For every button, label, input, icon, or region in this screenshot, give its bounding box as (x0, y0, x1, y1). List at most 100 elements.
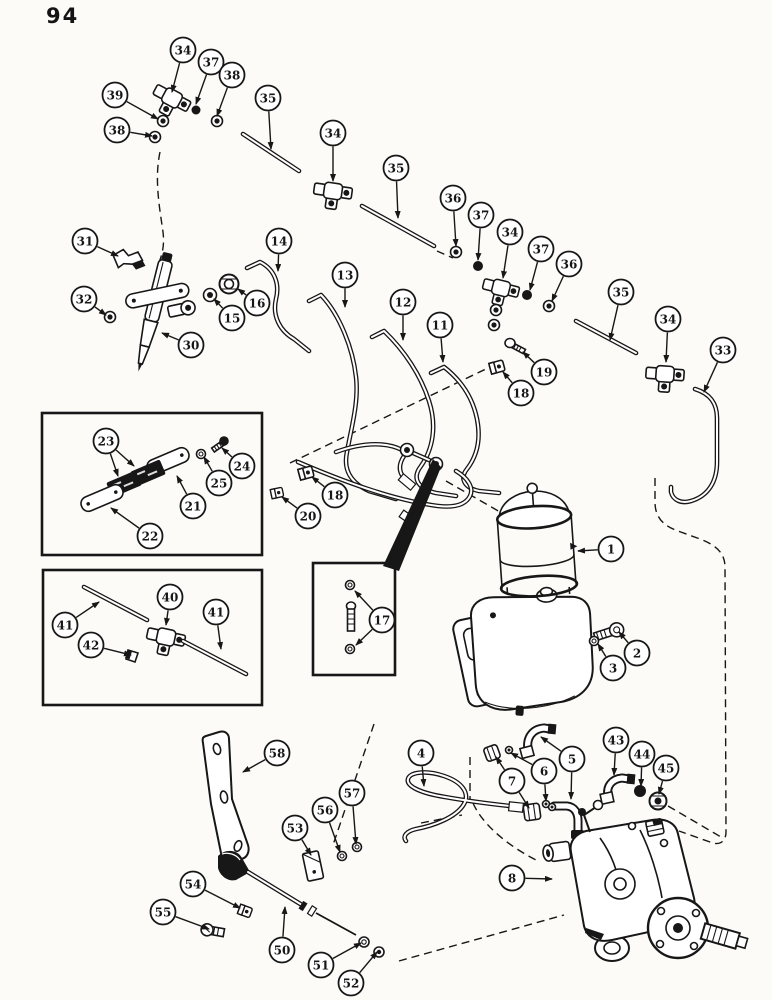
part-34-tee-fitting (643, 363, 686, 395)
part-17-washer (344, 643, 356, 655)
leader-arrow-25 (203, 456, 213, 472)
callout-18: 18 (507, 379, 535, 407)
leader-arrow-45 (657, 780, 664, 795)
callout-35: 35 (382, 154, 410, 182)
leader-arrow-5 (568, 772, 575, 800)
leader-arrow-2 (618, 631, 629, 644)
leader-arrow-51 (332, 942, 362, 960)
svg-text:35: 35 (260, 92, 277, 106)
svg-text:57: 57 (344, 787, 361, 801)
svg-text:58: 58 (269, 747, 286, 761)
leader-arrow-35 (608, 305, 619, 341)
svg-text:22: 22 (142, 530, 159, 544)
leader-arrow-5 (540, 736, 562, 752)
svg-text:43: 43 (608, 734, 625, 748)
part-41-tube (180, 638, 249, 677)
part-6-washer (541, 799, 557, 812)
callout-55: 55 (149, 898, 177, 926)
svg-text:56: 56 (317, 804, 334, 818)
callout-32: 32 (70, 285, 98, 313)
svg-text:32: 32 (76, 293, 93, 307)
part-17-bolt (345, 601, 357, 632)
leader-arrow-18 (502, 371, 513, 384)
svg-text:19: 19 (536, 366, 553, 380)
part-40-tee-fitting (142, 624, 188, 660)
leader-arrow-6 (510, 752, 533, 766)
svg-text:7: 7 (508, 775, 516, 789)
svg-text:34: 34 (175, 44, 192, 58)
svg-text:40: 40 (162, 591, 179, 605)
callout-17: 17 (368, 606, 396, 634)
leader-arrow-44 (638, 767, 645, 787)
svg-text:31: 31 (77, 235, 94, 249)
leader-arrow-16 (237, 288, 247, 296)
svg-text:41: 41 (57, 619, 74, 633)
callout-16: 16 (243, 289, 271, 317)
svg-text:17: 17 (374, 614, 391, 628)
part-18-clip (297, 465, 315, 481)
svg-text:42: 42 (83, 639, 100, 653)
leader-arrow-1 (577, 547, 598, 554)
callout-41: 41 (51, 611, 79, 639)
callout-37: 37 (527, 235, 555, 263)
callout-20: 20 (294, 502, 322, 530)
svg-text:18: 18 (513, 387, 530, 401)
leader-arrow-57 (352, 806, 359, 845)
leader-arrow-54 (204, 889, 241, 909)
part-18-clip (488, 359, 506, 375)
leader-arrow-41 (217, 625, 224, 650)
leader-arrow-8 (525, 875, 553, 882)
callout-24: 24 (228, 452, 256, 480)
leader-arrow-35 (394, 181, 401, 219)
leader-arrow-11 (439, 338, 446, 363)
leader-arrow-15 (213, 298, 224, 309)
part-50-throttle-cable (218, 850, 357, 936)
part-34-tee-fitting (310, 179, 354, 213)
leader-arrow-42 (103, 647, 132, 657)
svg-text:25: 25 (211, 477, 228, 491)
svg-text:13: 13 (337, 269, 354, 283)
callout-42: 42 (77, 631, 105, 659)
callout-34: 34 (169, 36, 197, 64)
part-30-injection-nozzle (125, 252, 196, 372)
leader-arrow-40 (164, 610, 170, 626)
svg-text:4: 4 (417, 747, 425, 761)
part-34-tee-fitting (478, 275, 522, 310)
part-31-clamp-bracket (112, 248, 146, 270)
leader-arrow-23 (109, 453, 119, 477)
leader-arrow-7 (518, 792, 530, 809)
part-1-fuel-filter-assembly (452, 482, 594, 716)
leader-arrow-17 (354, 590, 374, 611)
part-19-screw (504, 337, 527, 355)
leader-arrow-31 (97, 245, 119, 257)
leader-arrow-23 (115, 449, 135, 467)
leader-arrow-7 (495, 756, 506, 771)
part-45-nut (648, 791, 668, 811)
leader-arrow-56 (328, 822, 341, 853)
leader-arrow-38 (216, 87, 229, 117)
part-7-nut (522, 802, 542, 822)
part-35-tube (240, 131, 302, 174)
leader-arrow-37 (475, 228, 482, 261)
leader-arrow-37 (195, 74, 208, 105)
callout-35: 35 (254, 84, 282, 112)
part-54-clip (236, 903, 254, 919)
leader-arrow-22 (110, 507, 140, 529)
callout-54: 54 (179, 870, 207, 898)
part-22-cover-plate (80, 483, 124, 513)
callout-40: 40 (156, 583, 184, 611)
leader-arrow-24 (221, 447, 233, 458)
part-35-tube (359, 203, 437, 249)
svg-text:34: 34 (660, 313, 677, 327)
svg-text:34: 34 (325, 127, 342, 141)
svg-text:37: 37 (533, 243, 550, 257)
svg-text:53: 53 (287, 822, 304, 836)
part-57-washer (351, 841, 363, 853)
part-56-washer (336, 850, 348, 862)
fuel-line-manifold (295, 442, 474, 518)
callout-52: 52 (337, 969, 365, 997)
callout-4: 4 (407, 739, 435, 767)
callout-22: 22 (136, 522, 164, 550)
